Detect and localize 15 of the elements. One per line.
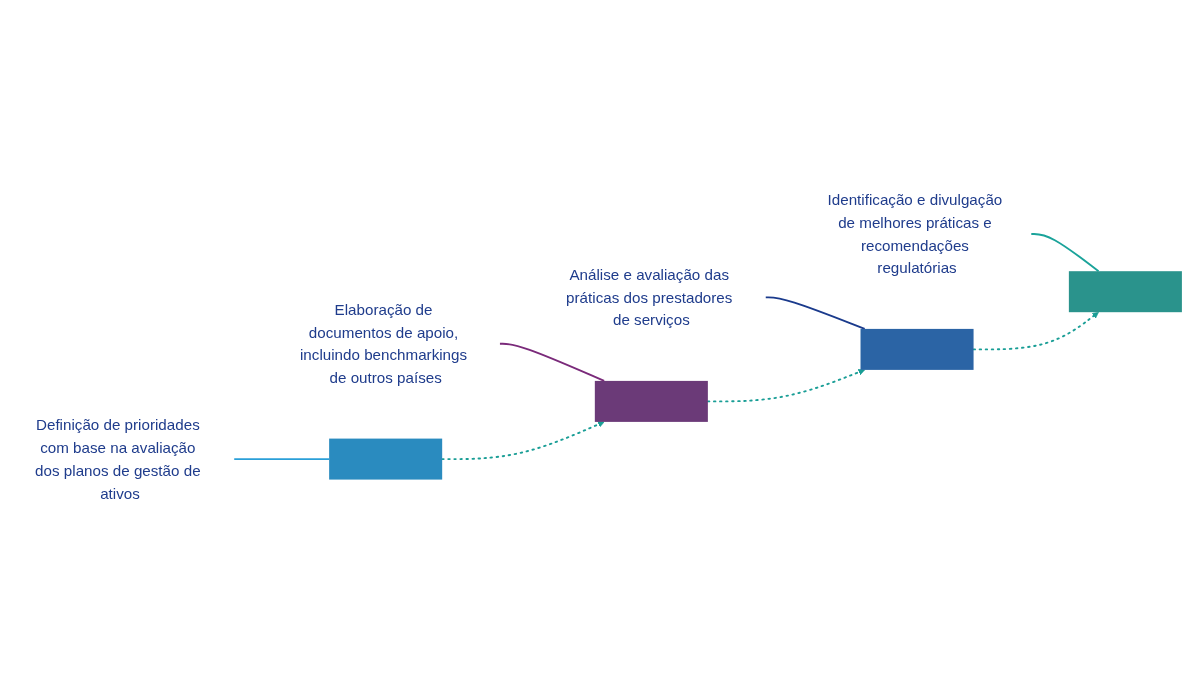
node-text: Definição de prioridades com base na avaliação dos planos de gestão de ativos: [35, 416, 201, 502]
arrow: [441, 421, 605, 460]
node-text: Identificação e divulgação de melhores práticas e recomendações regulatórias: [827, 191, 1003, 277]
connector: [764, 296, 866, 330]
node-text: Elaboração de documentos de apoio, incluindo benchmarkings de outros países: [299, 301, 468, 387]
node-box: [860, 328, 974, 370]
arrow: [972, 311, 1099, 351]
node-box: [329, 438, 443, 480]
node-box: [1068, 271, 1182, 313]
node-text: Análise e avaliação das práticas dos prestadores de serviços: [566, 266, 733, 329]
arrow: [706, 368, 865, 403]
connector: [498, 342, 606, 382]
connector: [232, 458, 331, 460]
connector: [1029, 233, 1100, 273]
node-box: [594, 380, 708, 422]
